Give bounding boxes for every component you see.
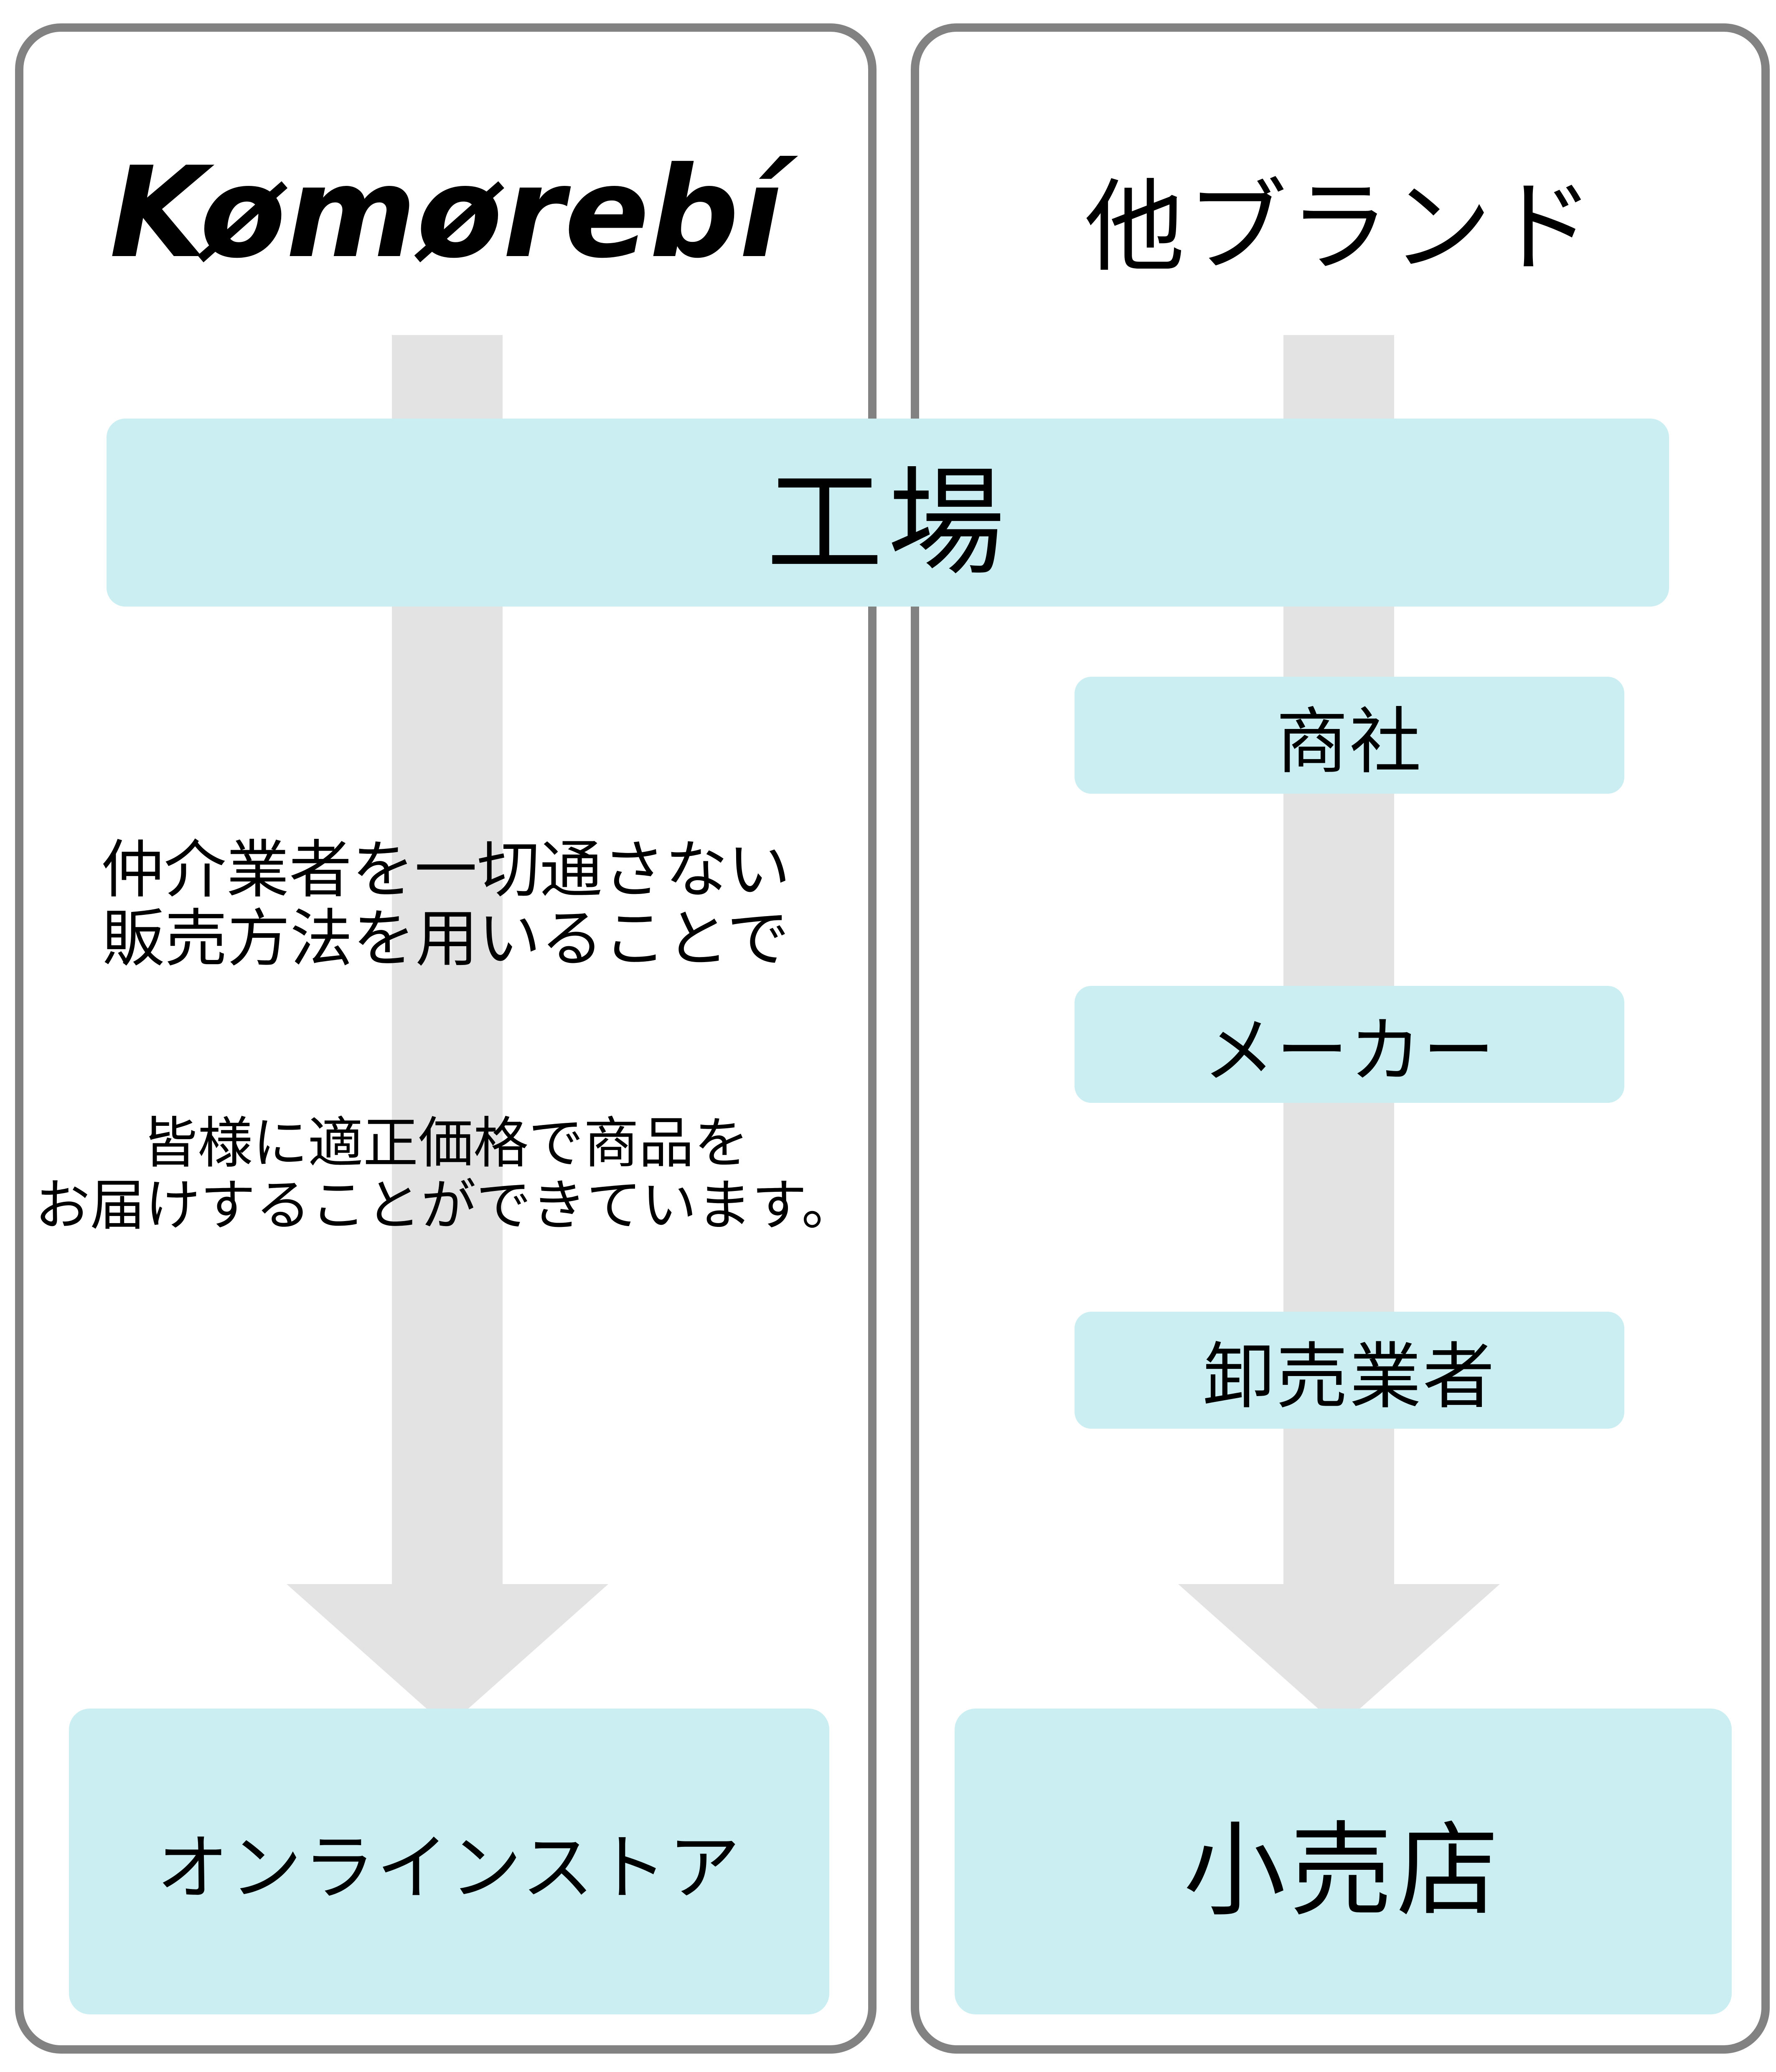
- factory-label: 工場: [766, 458, 1010, 589]
- retail-store-box: 小売店: [955, 1709, 1732, 2014]
- step-label-wholesaler: 卸売業者: [1203, 1337, 1496, 1417]
- komorebi-brand-logo: Kømørebí: [109, 140, 782, 286]
- factory-band: 工場: [107, 419, 1669, 607]
- note-direct-sales: 仲介業者を一切通さない 販売方法を用いることで: [15, 835, 877, 973]
- online-store-box: オンラインストア: [69, 1709, 829, 2014]
- note-direct-sales-line1: 仲介業者を一切通さない: [101, 835, 790, 905]
- step-box-wholesaler: 卸売業者: [1075, 1312, 1624, 1429]
- note-direct-sales-line2: 販売方法を用いることで: [102, 904, 790, 974]
- note-fair-price-line1: 皆様に適正価格で商品を: [142, 1112, 749, 1174]
- online-store-label: オンラインストア: [156, 1828, 742, 1908]
- retail-store-label: 小売店: [1183, 1813, 1503, 1928]
- note-fair-price: 皆様に適正価格で商品を お届けすることができています。: [15, 1112, 877, 1237]
- step-box-manufacturer: メーカー: [1075, 986, 1624, 1103]
- step-box-trading-company: 商社: [1075, 677, 1624, 794]
- other-brands-title: 他ブランド: [1085, 171, 1596, 283]
- step-label-trading-company: 商社: [1276, 702, 1423, 782]
- note-fair-price-line2: お届けすることができています。: [35, 1175, 857, 1237]
- step-label-manufacturer: メーカー: [1203, 1011, 1496, 1091]
